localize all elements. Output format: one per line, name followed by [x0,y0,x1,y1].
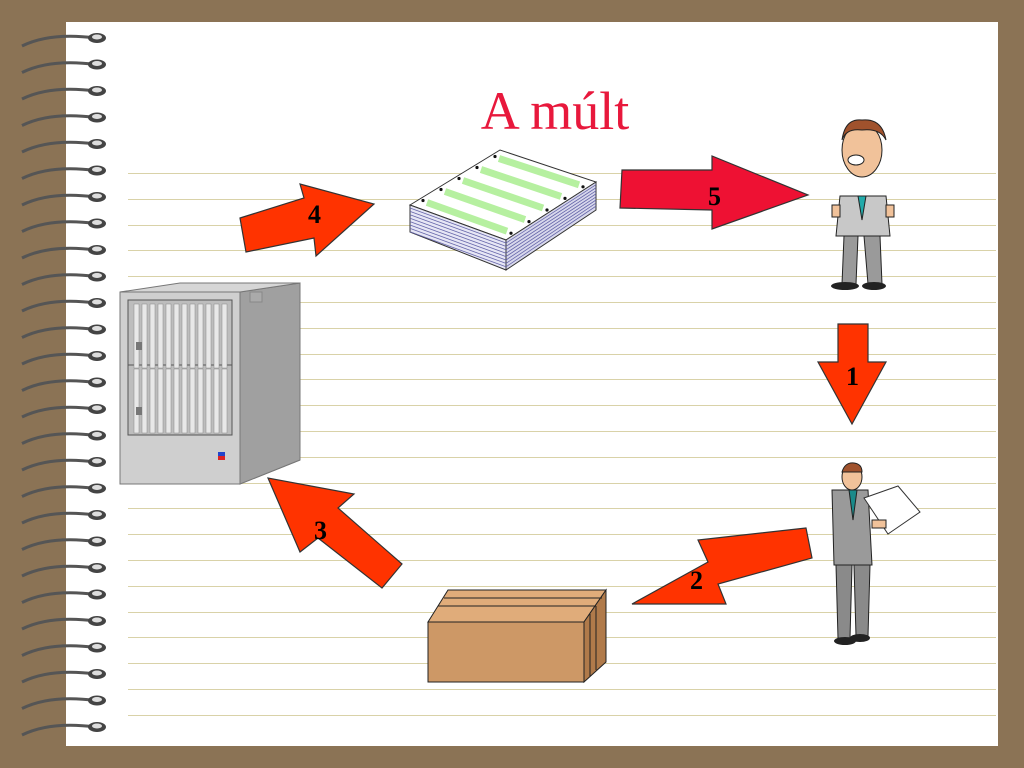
ruled-line [128,483,996,484]
ruled-line [128,379,996,380]
spiral-binding-icon [21,33,106,737]
ruled-line [128,534,996,535]
arrow-step-4 [239,183,376,258]
cardboard-box-icon [427,588,607,684]
arrow-step-2 [631,527,813,605]
ruled-line [128,586,996,587]
step-number-1: 1 [846,362,859,391]
ruled-line [128,689,996,690]
businessman-icon [831,119,895,290]
ruled-line [128,328,996,329]
ruled-line [128,457,996,458]
paper-stack-icon [408,149,598,271]
ruled-line [128,250,996,251]
step-number-3: 3 [314,516,327,545]
ruled-line [128,276,996,277]
server-cabinet-icon [119,282,301,485]
ruled-line [128,302,996,303]
page-title: A múlt [480,81,630,141]
ruled-line [128,508,996,509]
ruled-line [128,431,996,432]
arrow-step-5 [619,155,810,230]
ruled-line [128,354,996,355]
man-reading-document-icon [831,462,921,645]
arrow-step-3 [267,477,403,589]
step-number-5: 5 [708,182,721,211]
arrow-step-1 [816,323,888,426]
ruled-line [128,405,996,406]
ruled-line [128,715,996,716]
step-number-4: 4 [308,200,321,229]
ruled-line [128,560,996,561]
step-number-2: 2 [690,566,703,595]
